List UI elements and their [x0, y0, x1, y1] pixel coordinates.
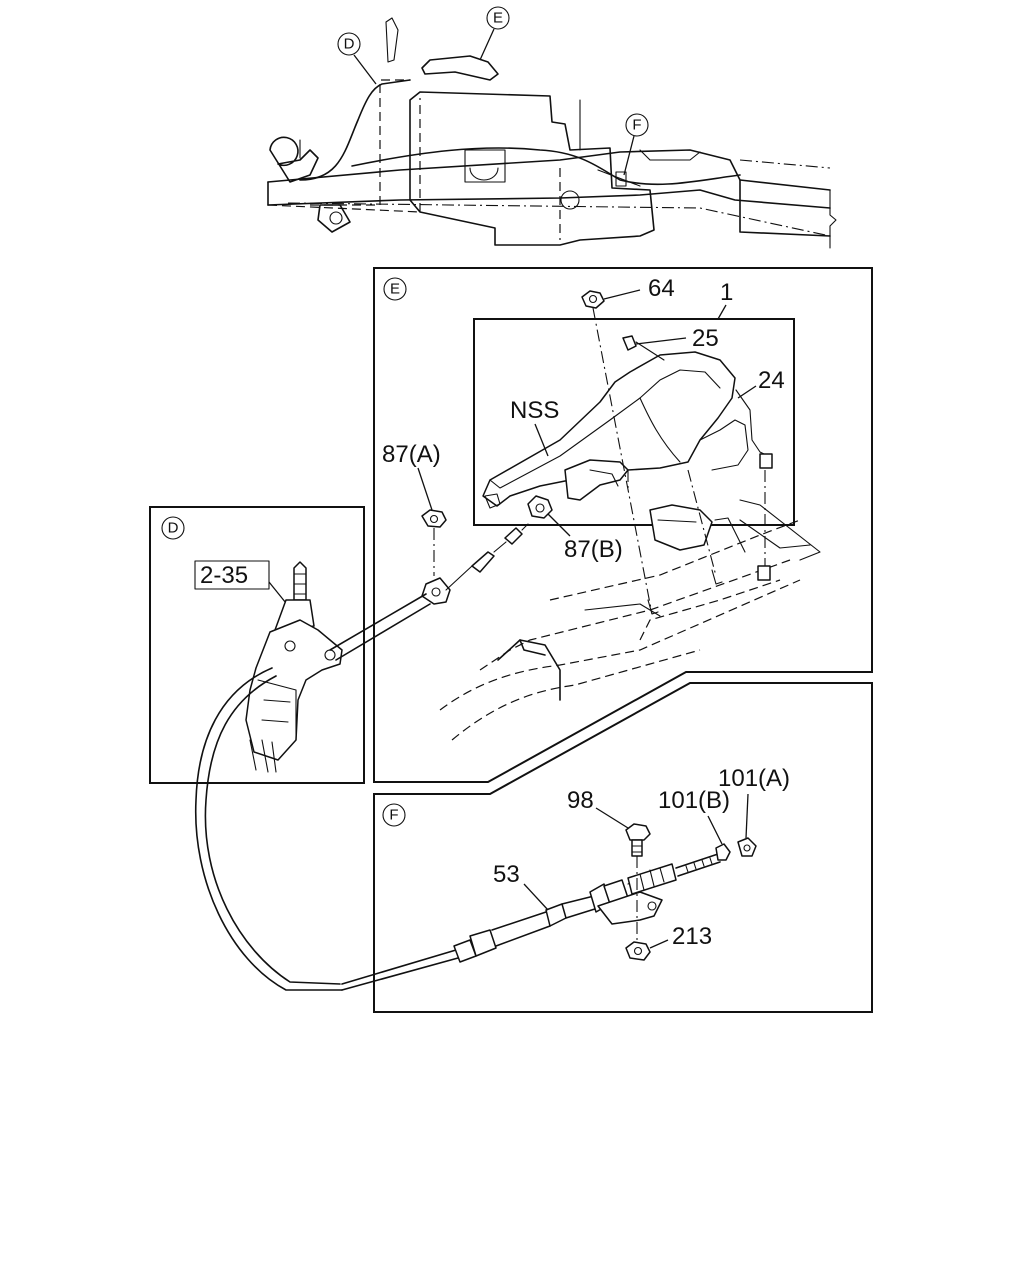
label-part-1: 1: [720, 279, 733, 306]
bolt-25: [622, 335, 665, 361]
lever-mount-line: [687, 469, 717, 577]
nut-87a: [421, 509, 447, 576]
label-nss: NSS: [510, 397, 559, 424]
ref-2-35: 2-35: [194, 560, 291, 609]
nut-64: [581, 290, 659, 615]
overview-callout-f: F: [623, 113, 649, 176]
leader-25: [635, 337, 687, 345]
leader-24: [737, 385, 757, 399]
panel-e-frame: [373, 267, 873, 783]
svg-text:2-35: 2-35: [200, 562, 248, 589]
panel-d-callout: D: [161, 516, 185, 540]
svg-text:F: F: [389, 807, 398, 824]
overview-callout-d: D: [337, 32, 377, 85]
bolt-98: [625, 823, 651, 950]
cable-upper-run: [329, 593, 427, 651]
leader-213: [649, 939, 669, 949]
leader-98: [595, 807, 629, 829]
label-part-87b: 87(B): [564, 536, 623, 563]
panel-d-frame: [149, 506, 365, 784]
nut-101a: [737, 837, 757, 857]
nut-101b: [715, 843, 731, 861]
label-part-98: 98: [567, 787, 594, 814]
label-part-101a: 101(A): [718, 765, 790, 792]
cable-adjuster: [589, 853, 721, 925]
parking-lever: [482, 351, 773, 581]
svg-text:E: E: [390, 281, 400, 298]
leader-87b: [547, 513, 571, 537]
leader-101a: [745, 793, 749, 839]
leader-87a: [417, 467, 433, 511]
label-part-25: 25: [692, 325, 719, 352]
svg-text:E: E: [493, 10, 503, 27]
label-part-101b: 101(B): [658, 787, 730, 814]
cable-53: [341, 895, 599, 991]
nut-213: [625, 941, 651, 961]
shift-lever-assembly: [245, 561, 343, 773]
leader-101b: [707, 815, 723, 845]
panel-f-callout: F: [382, 803, 406, 827]
leader-1: [717, 304, 727, 320]
leader-53: [523, 883, 549, 911]
svg-text:F: F: [632, 117, 641, 134]
part-1-inset-frame: [473, 318, 795, 526]
panel-f-frame: [373, 682, 873, 1013]
label-part-64: 64: [648, 275, 675, 302]
cable-end-fitting: [421, 523, 529, 605]
cable-loop: [204, 675, 341, 985]
chassis-overview: [267, 17, 837, 249]
label-part-87a: 87(A): [382, 441, 441, 468]
label-part-213: 213: [672, 923, 712, 950]
svg-text:D: D: [344, 36, 355, 53]
label-part-24: 24: [758, 367, 785, 394]
panel-e-callout: E: [383, 277, 407, 301]
nut-87b: [527, 495, 553, 519]
leader-64: [603, 289, 641, 300]
label-part-53: 53: [493, 861, 520, 888]
svg-text:D: D: [168, 520, 179, 537]
overview-callout-e: E: [479, 6, 510, 61]
floor-tunnel: [439, 499, 821, 741]
leader-nss: [534, 423, 549, 457]
lever-bracket: [564, 459, 713, 551]
